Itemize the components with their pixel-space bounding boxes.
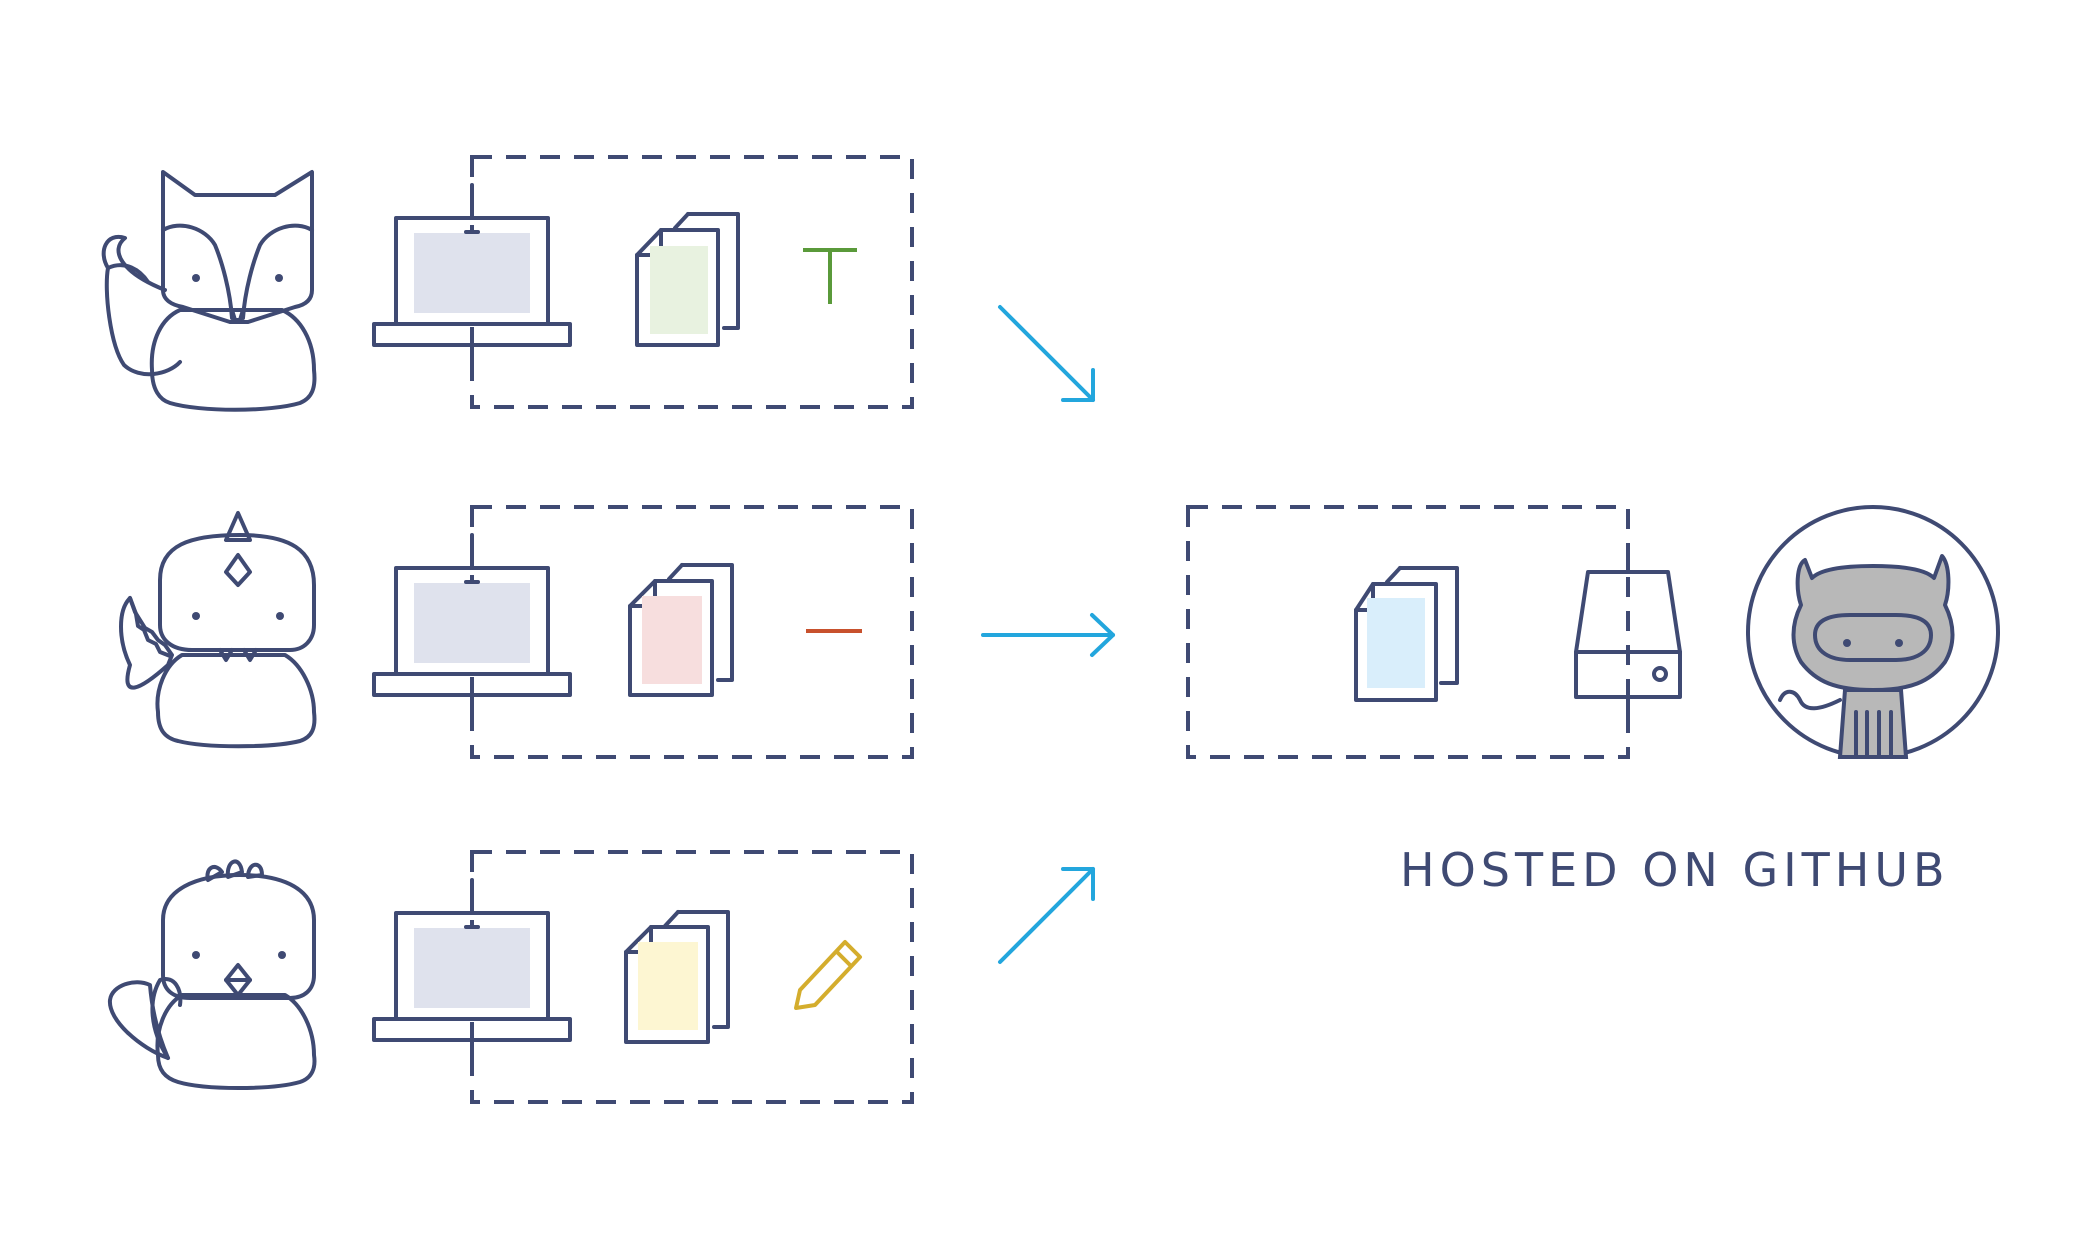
remote-repository [1186, 505, 2000, 759]
fox-workspace-box [470, 155, 914, 409]
fox-laptop [372, 183, 572, 377]
arrow-down-right [998, 305, 1095, 402]
dinosaur-laptop [372, 533, 572, 727]
fox-avatar [101, 170, 317, 412]
octocat-icon [1746, 505, 2000, 759]
bird-avatar [107, 859, 317, 1090]
fox-contributor [101, 155, 914, 412]
bird-laptop [372, 878, 572, 1072]
remote-repository-box [1186, 505, 1630, 759]
bird-workspace-box [470, 850, 914, 1104]
fox-document-stack [635, 212, 740, 347]
remote-document-stack [1354, 566, 1459, 702]
server-icon [1574, 543, 1682, 727]
dinosaur-document-stack [628, 563, 734, 697]
bird-contributor [107, 850, 914, 1104]
dinosaur-avatar [119, 511, 317, 749]
plus-icon [803, 248, 857, 304]
dinosaur-workspace-box [470, 505, 914, 759]
pencil-icon [794, 940, 862, 1010]
arrow-up-right [998, 867, 1095, 964]
bird-document-stack [624, 910, 730, 1044]
arrow-right [981, 613, 1115, 657]
hosted-on-github-label: HOSTED ON GITHUB [1400, 843, 1950, 897]
dinosaur-contributor [119, 505, 914, 759]
